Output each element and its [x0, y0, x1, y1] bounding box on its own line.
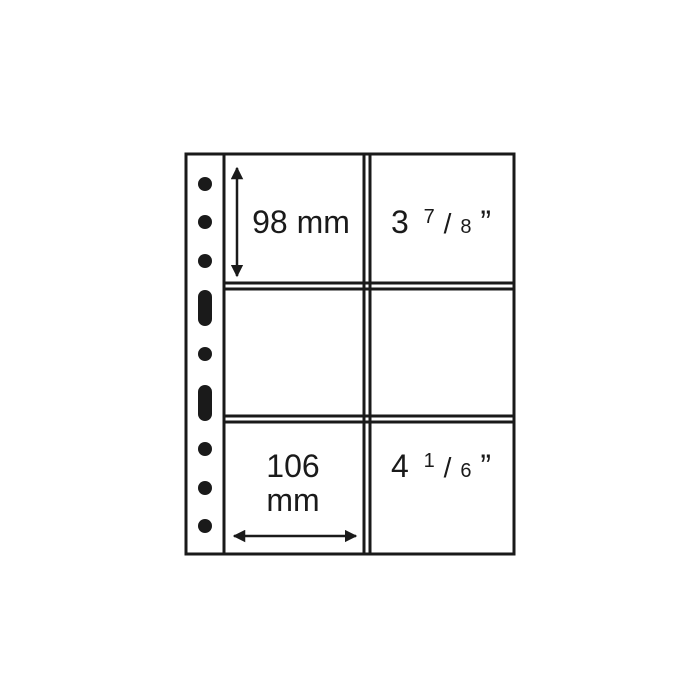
- height-imperial-numerator: 7: [424, 206, 435, 228]
- binding-hole: [198, 347, 212, 361]
- binding-slot: [198, 290, 212, 326]
- width-imperial-denominator: 6: [460, 460, 471, 482]
- height-imperial-whole: 3: [391, 204, 409, 240]
- binding-hole: [198, 481, 212, 495]
- width-imperial-numerator: 1: [424, 450, 435, 472]
- height-imperial-unit: ”: [480, 204, 491, 240]
- width-metric-unit: mm: [266, 482, 319, 518]
- width-imperial-slash: /: [444, 452, 452, 483]
- binding-hole: [198, 442, 212, 456]
- height-imperial-denominator: 8: [460, 216, 471, 238]
- height-imperial-slash: /: [444, 208, 452, 239]
- width-imperial-whole: 4: [391, 448, 409, 484]
- binding-hole: [198, 177, 212, 191]
- height-metric-label: 98 mm: [252, 204, 350, 240]
- width-imperial-unit: ”: [480, 448, 491, 484]
- binding-holes: [198, 177, 212, 533]
- binding-hole: [198, 254, 212, 268]
- width-imperial-label: 4 1 / 6 ”: [391, 438, 491, 484]
- binding-hole: [198, 215, 212, 229]
- binding-slot: [198, 385, 212, 421]
- binding-hole: [198, 519, 212, 533]
- width-metric-value: 106: [266, 448, 319, 484]
- height-imperial-label: 3 7 / 8 ”: [391, 194, 491, 240]
- sheet-outline: [184, 152, 516, 556]
